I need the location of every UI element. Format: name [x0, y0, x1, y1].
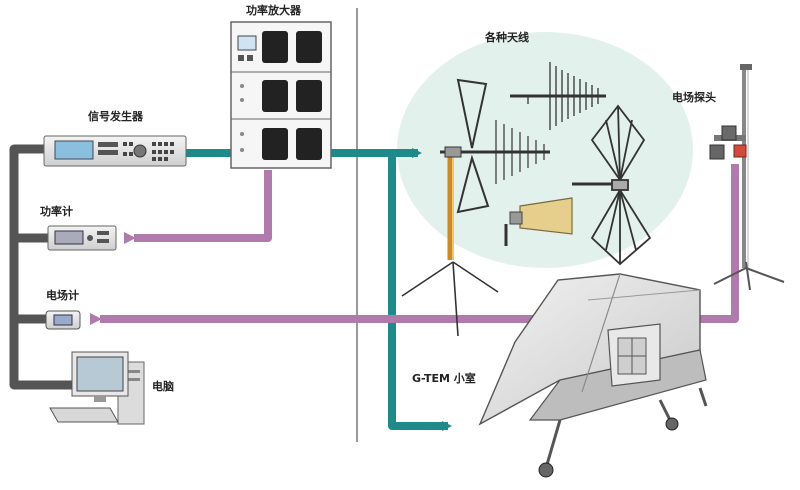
field-probe-on-stand — [709, 64, 785, 291]
log-periodic-antenna-top — [510, 62, 606, 130]
label-computer: 电脑 — [152, 379, 174, 393]
label-power-amplifier: 功率放大器 — [246, 3, 302, 17]
label-gtem-cell: G-TEM 小室 — [412, 371, 476, 385]
biconical-antenna — [572, 104, 652, 266]
label-field-probe: 电场探头 — [672, 90, 716, 104]
field-meter-device — [45, 310, 81, 330]
computer-device — [49, 351, 145, 425]
horn-antenna — [504, 197, 573, 246]
feedback-path — [90, 164, 739, 325]
gtem-cell — [478, 273, 708, 478]
signal-generator-device — [43, 135, 187, 167]
label-signal-generator: 信号发生器 — [88, 109, 144, 123]
control-bus — [9, 144, 76, 390]
power-amplifier-rack — [230, 21, 332, 169]
rf-signal-path — [185, 148, 452, 431]
label-field-meter: 电场计 — [46, 288, 79, 302]
power-meter-device — [47, 225, 117, 251]
bilog-antenna-on-tripod — [401, 78, 550, 337]
label-antennas: 各种天线 — [484, 30, 529, 44]
antenna-area-background — [397, 32, 693, 268]
label-power-meter: 功率计 — [40, 204, 73, 218]
